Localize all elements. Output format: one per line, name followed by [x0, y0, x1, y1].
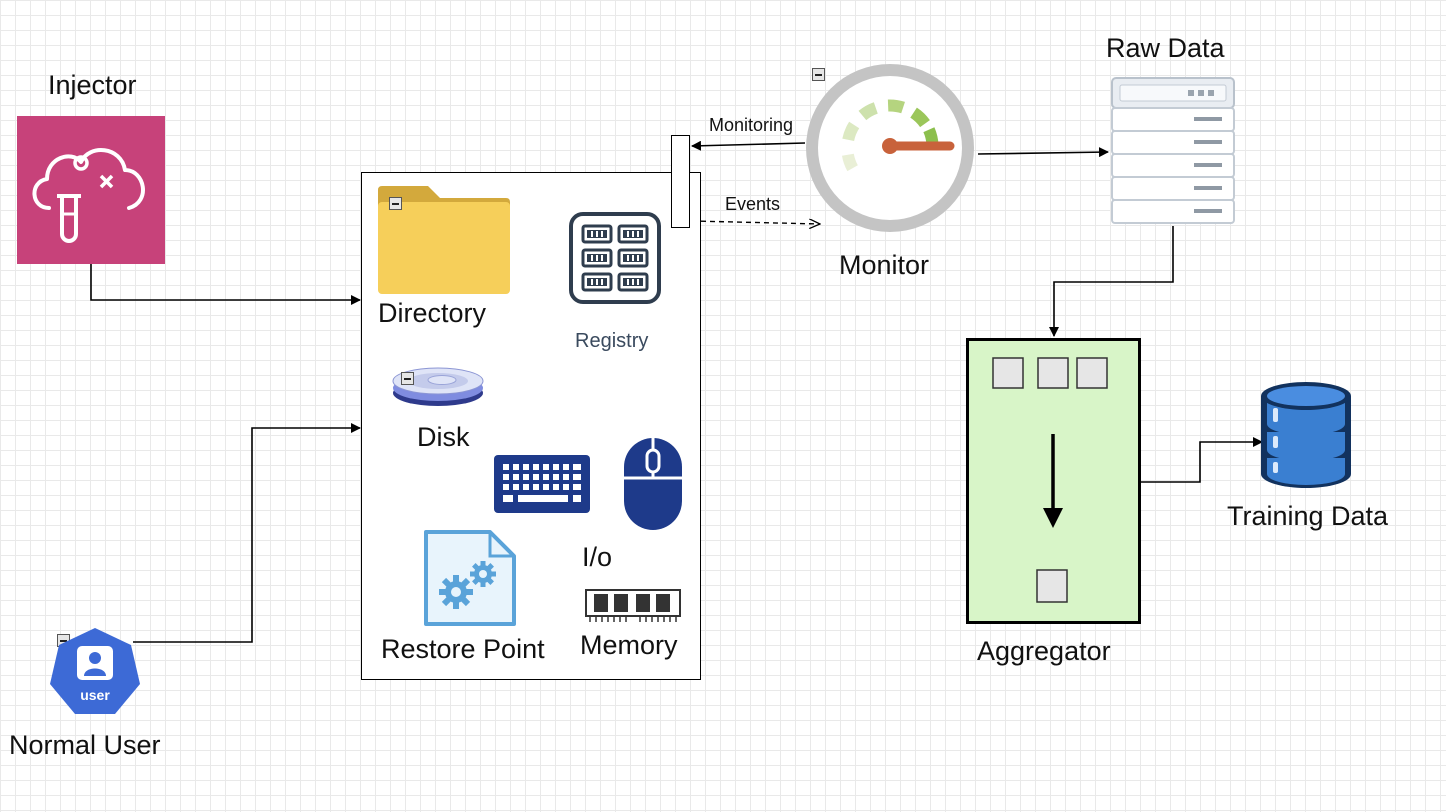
user-badge-text: user [80, 687, 110, 703]
edge-rawdata-to-aggregator [1049, 226, 1174, 337]
keyboard-icon[interactable] [494, 455, 590, 513]
edge-events [691, 221, 820, 224]
training-data-label: Training Data [1227, 501, 1389, 531]
user-icon[interactable]: user [49, 626, 141, 718]
edge-user-to-system [133, 423, 361, 643]
edge-monitoring [691, 140, 806, 151]
raw-data-label: Raw Data [1106, 33, 1225, 63]
memory-label: Memory [580, 630, 678, 660]
gauge-icon[interactable] [800, 58, 980, 238]
aggregator-label: Aggregator [977, 636, 1111, 666]
collapse-toggle-disk[interactable] [401, 372, 414, 385]
injector-label: Injector [48, 70, 137, 100]
folder-icon[interactable] [378, 186, 510, 294]
events-edge-label: Events [725, 194, 781, 214]
directory-label: Directory [378, 298, 487, 328]
registry-icon[interactable] [569, 212, 661, 304]
monitoring-edge-label: Monitoring [709, 115, 794, 135]
collapse-toggle-directory[interactable] [389, 197, 402, 210]
edge-monitor-to-rawdata [977, 147, 1109, 158]
collapse-toggle-monitor[interactable] [812, 68, 825, 81]
injector-icon[interactable] [17, 116, 165, 264]
edge-injector-to-system [90, 262, 361, 305]
registry-label: Registry [575, 330, 649, 352]
server-icon[interactable] [1110, 76, 1236, 226]
disk-label: Disk [417, 422, 470, 452]
memory-icon[interactable] [584, 586, 682, 626]
port-connector[interactable] [671, 135, 690, 228]
database-icon[interactable] [1258, 378, 1354, 492]
io-label: I/o [582, 542, 613, 572]
edge-aggregator-to-training [1140, 437, 1263, 483]
restore-point-label: Restore Point [381, 634, 545, 664]
monitor-label: Monitor [839, 250, 930, 280]
restore-point-icon[interactable] [422, 530, 516, 626]
normal-user-label: Normal User [9, 730, 161, 760]
disk-icon[interactable] [390, 360, 486, 410]
mouse-icon[interactable] [622, 436, 684, 532]
aggregator-box[interactable] [966, 338, 1141, 624]
